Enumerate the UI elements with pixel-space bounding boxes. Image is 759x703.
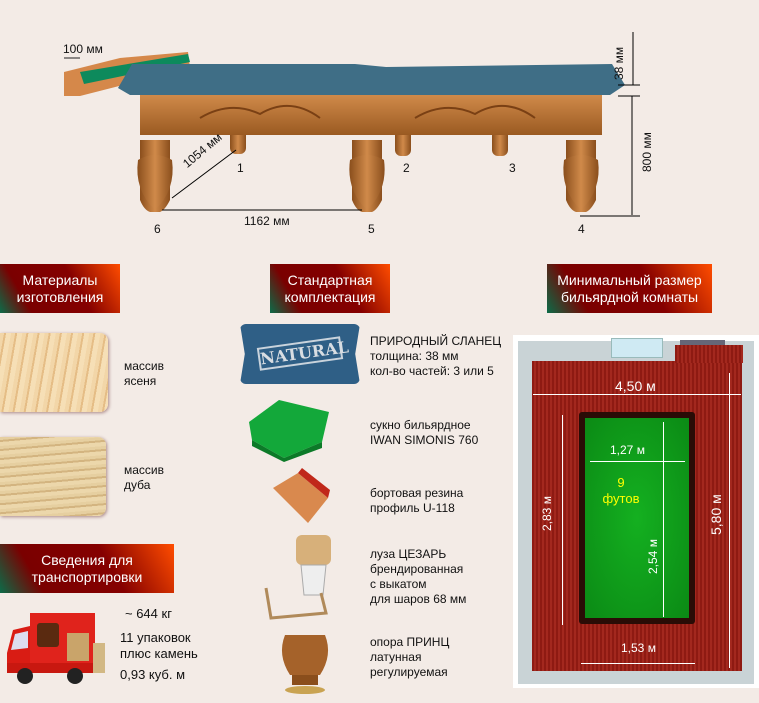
packages-text-2: плюс камень bbox=[120, 646, 198, 661]
slate-thickness-label: 38 мм bbox=[612, 46, 626, 80]
rubber-text: бортовая резина профиль U-118 bbox=[370, 486, 463, 516]
leg-number: 1 bbox=[237, 161, 244, 175]
pocket-line: для шаров 68 мм bbox=[370, 592, 467, 606]
apron bbox=[140, 95, 602, 135]
slate-parts: кол-во частей: 3 или 5 bbox=[370, 364, 494, 378]
leg-number: 2 bbox=[403, 161, 410, 175]
leg-line: латунная bbox=[370, 650, 422, 664]
rubber-profile: профиль U-118 bbox=[370, 501, 455, 515]
slate-thickness: толщина: 38 мм bbox=[370, 349, 459, 363]
leg-line: регулируемая bbox=[370, 665, 448, 679]
cloth-title: сукно бильярдное bbox=[370, 418, 471, 432]
cloth-text: сукно бильярдное IWAN SIMONIS 760 bbox=[370, 418, 478, 448]
slate-text: ПРИРОДНЫЙ СЛАНЕЦ толщина: 38 мм кол-во ч… bbox=[370, 334, 501, 379]
pocket-icon bbox=[264, 535, 331, 620]
leg-number: 5 bbox=[368, 222, 375, 236]
size-unit: футов bbox=[602, 491, 640, 506]
pocket-title: луза ЦЕЗАРЬ bbox=[370, 547, 447, 561]
play-length-label: 2,54 м bbox=[646, 539, 660, 574]
slate-icon: NATURAL bbox=[240, 324, 360, 384]
volume-text: 0,93 куб. м bbox=[120, 667, 185, 682]
standard-header: Стандартная комплектация bbox=[270, 264, 390, 313]
leg-icon bbox=[281, 635, 329, 694]
room-plan: 4,50 м 5,80 м 2,83 м 1,53 м 1,27 м 2,54 … bbox=[513, 335, 759, 688]
transport-header: Сведения для транспортировки bbox=[0, 544, 174, 593]
rubber-icon bbox=[273, 468, 330, 523]
slate-title: ПРИРОДНЫЙ СЛАНЕЦ bbox=[370, 334, 502, 348]
materials-header: Материалы изготовления bbox=[0, 264, 120, 313]
cushion-width-label: 100 мм bbox=[63, 42, 103, 56]
ash-label: массив ясеня bbox=[124, 359, 165, 388]
table-diagram bbox=[64, 32, 640, 217]
leg-number: 3 bbox=[509, 161, 516, 175]
pocket-line: с выкатом bbox=[370, 577, 427, 591]
packages-text: 11 упаковок bbox=[120, 630, 191, 645]
zone-width-label: 1,53 м bbox=[621, 641, 656, 655]
leg-number: 4 bbox=[578, 222, 585, 236]
slate-top bbox=[118, 64, 625, 95]
dimension-lines bbox=[162, 32, 640, 217]
pocket-line: брендированная bbox=[370, 562, 464, 576]
height-label: 800 мм bbox=[640, 132, 654, 172]
pocket-text: луза ЦЕЗАРЬ брендированная с выкатом для… bbox=[370, 547, 466, 607]
leg-title: опора ПРИНЦ bbox=[370, 635, 450, 649]
size-number: 9 bbox=[617, 475, 625, 490]
leg-spacing-label: 1162 мм bbox=[244, 214, 290, 228]
oak-wood-swatch bbox=[0, 437, 106, 516]
play-width-label: 1,27 м bbox=[610, 443, 645, 457]
ash-wood-swatch bbox=[0, 333, 108, 412]
table-size-label: 9 футов bbox=[596, 475, 646, 507]
leg-text: опора ПРИНЦ латунная регулируемая bbox=[370, 635, 449, 680]
room-width-label: 4,50 м bbox=[615, 378, 656, 394]
room-header: Минимальный размер бильярдной комнаты bbox=[547, 264, 712, 313]
oak-label: массив дуба bbox=[124, 463, 165, 492]
billiard-table bbox=[579, 412, 695, 624]
leg-number: 6 bbox=[154, 222, 161, 236]
cloth-icon bbox=[249, 400, 329, 462]
front-legs bbox=[137, 140, 599, 212]
weight-text: ~ 644 кг bbox=[125, 606, 172, 621]
truck-icon bbox=[7, 613, 105, 684]
natural-badge: NATURAL bbox=[256, 336, 350, 371]
room-length-label: 5,80 м bbox=[708, 494, 724, 535]
zone-length-label: 2,83 м bbox=[540, 496, 554, 531]
felt bbox=[585, 418, 689, 618]
cloth-model: IWAN SIMONIS 760 bbox=[370, 433, 479, 447]
rubber-title: бортовая резина bbox=[370, 486, 464, 500]
